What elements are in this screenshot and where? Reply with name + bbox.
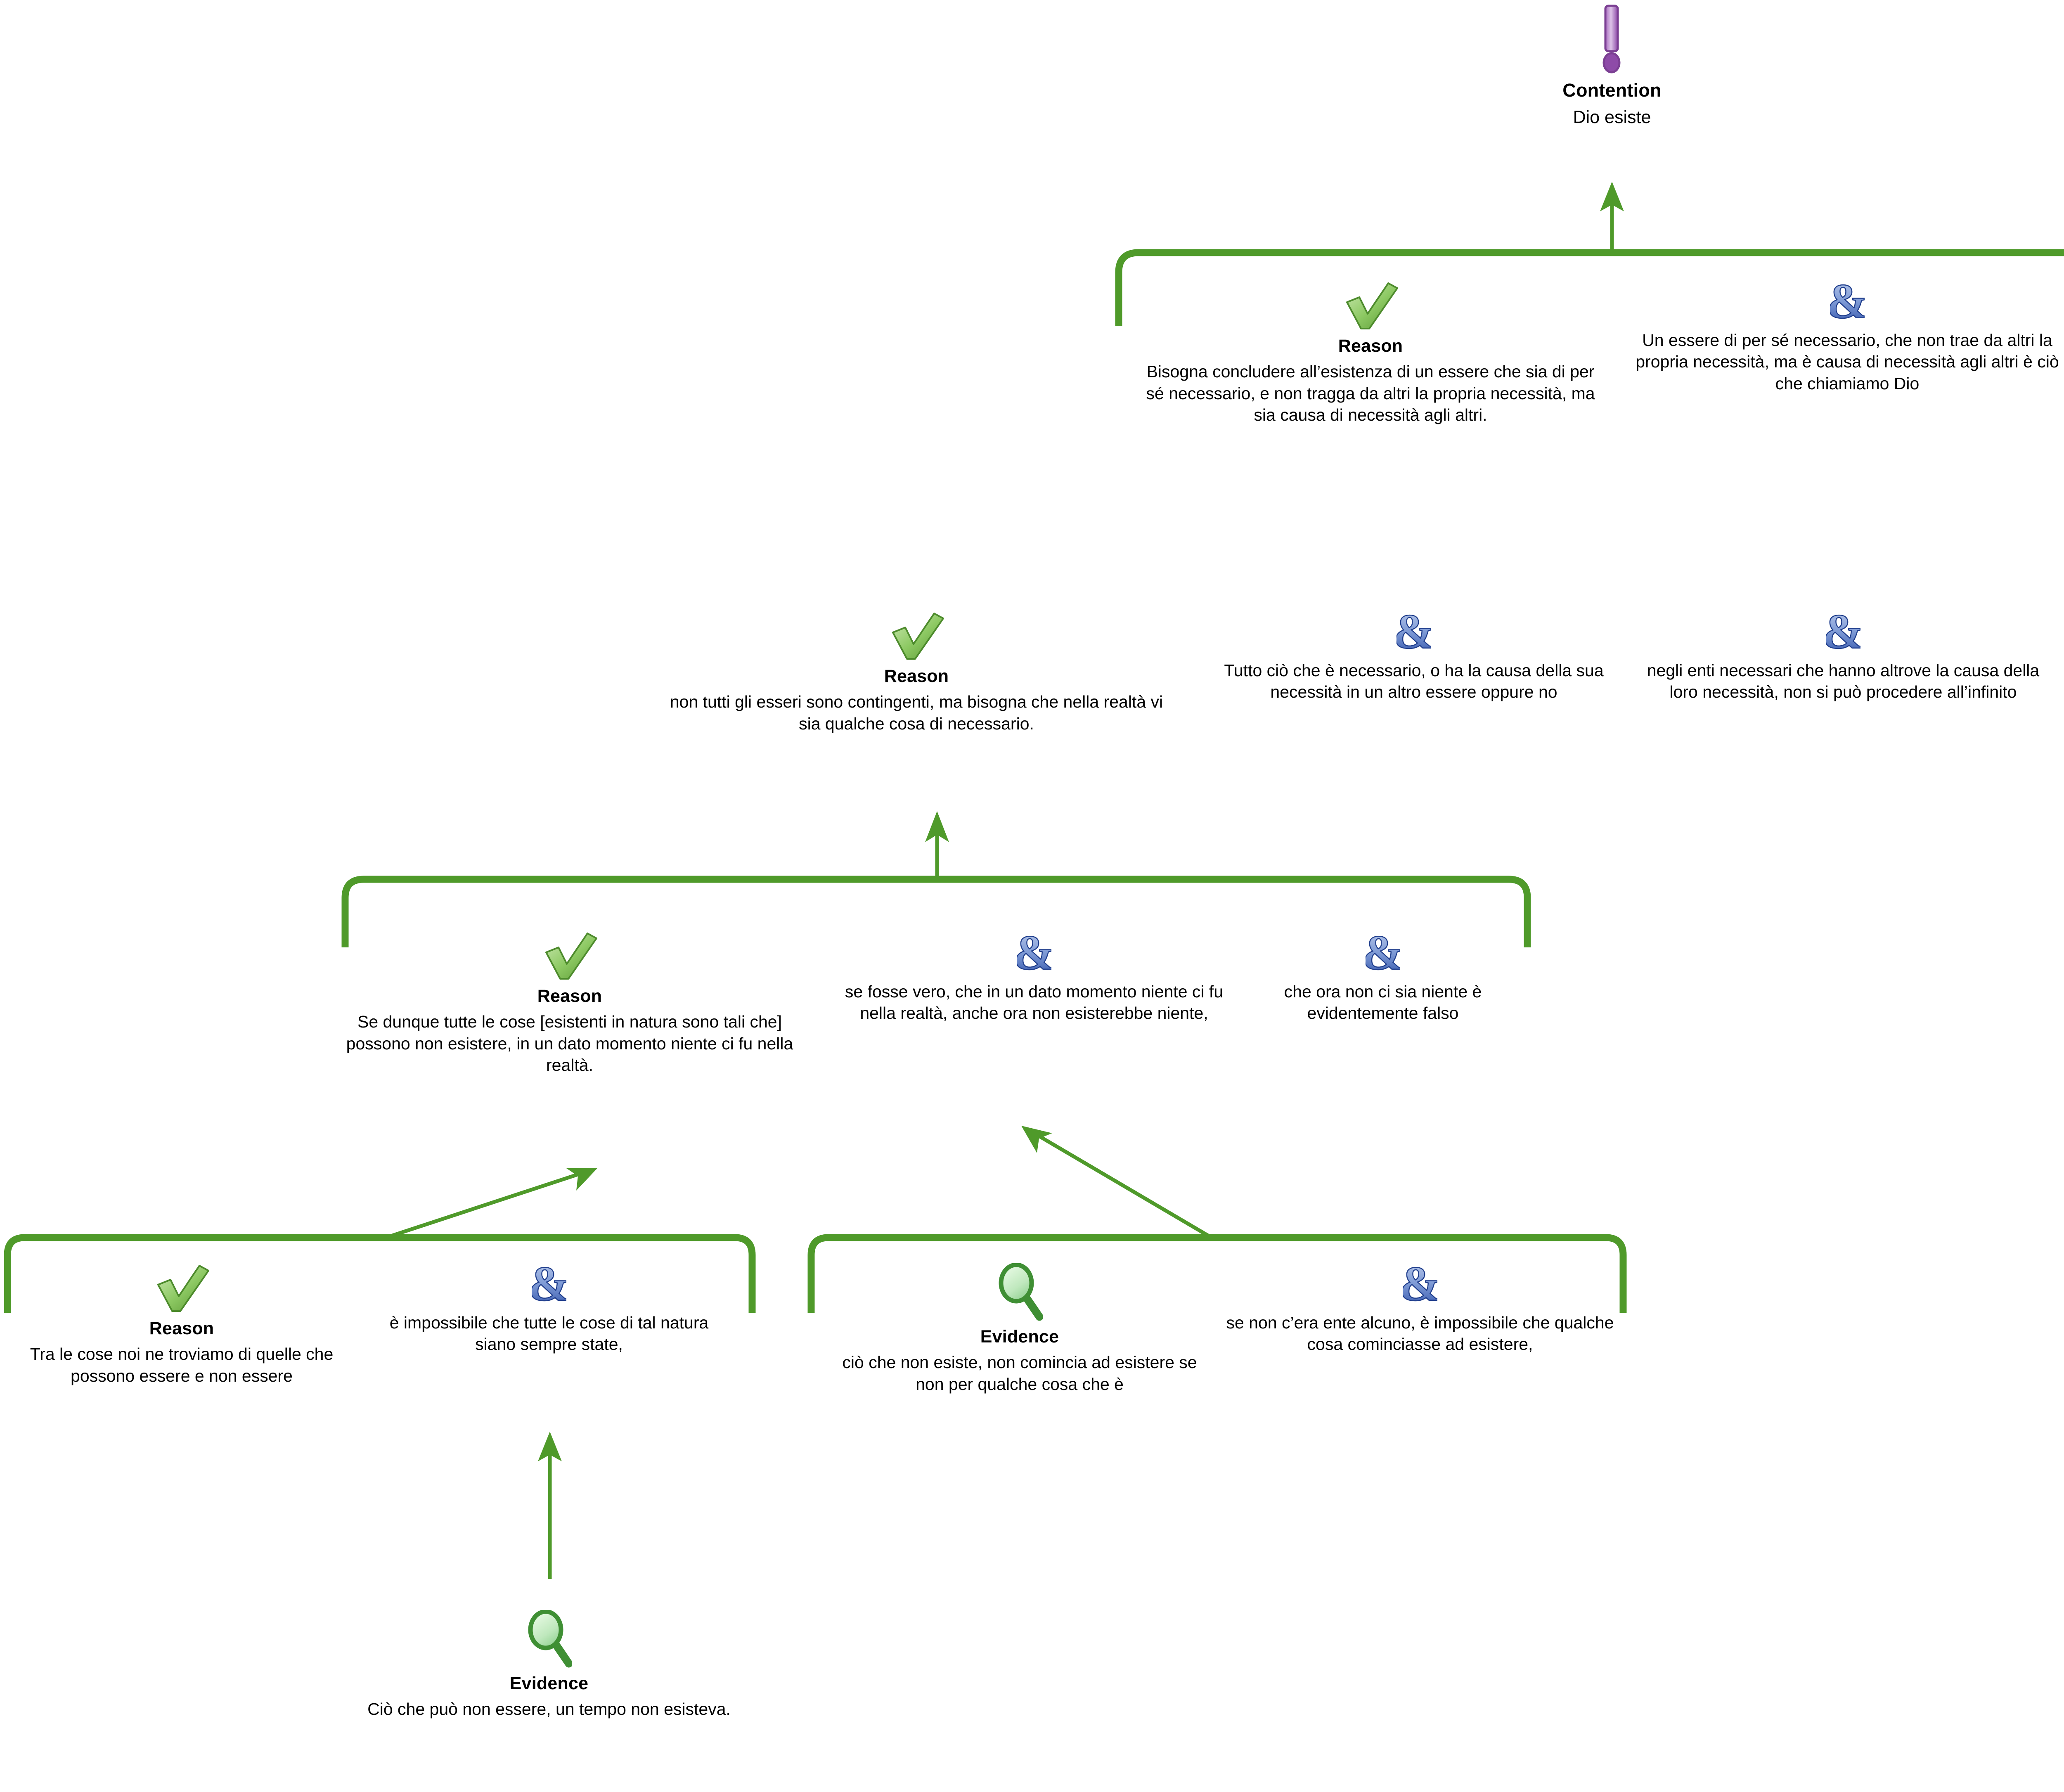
svg-text:&: & [1366, 928, 1400, 977]
node-copremise-2b[interactable]: & negli enti necessari che hanno altrove… [1635, 604, 2052, 703]
node-type-label: Reason [1338, 336, 1403, 356]
node-copremise-3a[interactable]: & se fosse vero, che in un dato momento … [840, 925, 1228, 1024]
node-type-label: Reason [884, 666, 949, 686]
svg-text:&: & [532, 1259, 566, 1308]
node-text: se non c’era ente alcuno, è impossibile … [1226, 1313, 1614, 1354]
arrow-line-level3-left [385, 1170, 585, 1240]
arrow-head-level1 [1600, 182, 1624, 211]
node-type-label: Evidence [509, 1674, 589, 1693]
node-text: Un essere di per sé necessario, che non … [1636, 331, 2059, 393]
node-copremise-4[interactable]: & è impossibile che tutte le cose di tal… [367, 1256, 731, 1355]
node-evidence-1[interactable]: Evidence ciò che non esiste, non cominci… [838, 1262, 1201, 1395]
arrow-head-level3-left [566, 1168, 598, 1191]
green-check-icon [1137, 281, 1604, 330]
node-text: negli enti necessari che hanno altrove l… [1647, 661, 2040, 702]
svg-text:&: & [1397, 607, 1431, 656]
magnifier-icon [367, 1609, 731, 1668]
arrow-head-evidence2 [538, 1432, 562, 1461]
ampersand-icon: & [1624, 273, 2064, 329]
ampersand-icon: & [1635, 604, 2052, 660]
node-text: Tra le cose noi ne troviamo di quelle ch… [30, 1345, 334, 1385]
magnifier-icon [838, 1262, 1201, 1321]
node-text: Se dunque tutte le cose [esistenti in na… [346, 1012, 793, 1075]
node-copremise-1[interactable]: & Un essere di per sé necessario, che no… [1624, 273, 2064, 394]
node-text: che ora non ci sia niente è evidentement… [1284, 982, 1482, 1023]
ampersand-icon: & [1222, 604, 1606, 660]
node-type-label: Evidence [980, 1327, 1059, 1347]
node-reason-4[interactable]: Reason Tra le cose noi ne troviamo di qu… [19, 1263, 345, 1387]
node-copremise-3b[interactable]: & che ora non ci sia niente è evidenteme… [1255, 925, 1511, 1024]
arrow-head-level3-right [1021, 1126, 1052, 1153]
svg-text:&: & [1826, 607, 1860, 656]
node-reason-2[interactable]: Reason non tutti gli esseri sono conting… [669, 611, 1164, 734]
ampersand-icon: & [367, 1256, 731, 1312]
node-text: Bisogna concludere all’esistenza di un e… [1146, 362, 1595, 425]
node-type-label: Reason [537, 986, 602, 1006]
green-check-icon [19, 1263, 345, 1313]
node-reason-3[interactable]: Reason Se dunque tutte le cose [esistent… [338, 931, 801, 1076]
svg-text:&: & [1830, 277, 1865, 325]
node-text: Tutto ciò che è necessario, o ha la caus… [1224, 661, 1604, 702]
node-copremise-5[interactable]: & se non c’era ente alcuno, è impossibil… [1224, 1256, 1616, 1355]
node-text: non tutti gli esseri sono contingenti, m… [670, 692, 1163, 733]
node-text: ciò che non esiste, non comincia ad esis… [842, 1353, 1197, 1394]
node-text: Dio esiste [1573, 107, 1651, 127]
node-type-label: Contention [1562, 80, 1662, 101]
node-text: se fosse vero, che in un dato momento ni… [845, 982, 1224, 1023]
ampersand-icon: & [1224, 1256, 1616, 1312]
arrow-head-level2 [925, 811, 949, 842]
exclamation-mark-icon [1447, 4, 1777, 74]
node-text: è impossibile che tutte le cose di tal n… [389, 1313, 709, 1354]
green-check-icon [669, 611, 1164, 660]
ampersand-icon: & [1255, 925, 1511, 981]
node-text: Ciò che può non essere, un tempo non esi… [367, 1700, 731, 1719]
node-reason-1[interactable]: Reason Bisogna concludere all’esistenza … [1137, 281, 1604, 426]
svg-text:&: & [1403, 1259, 1437, 1308]
arrow-line-level3-right [1033, 1132, 1213, 1239]
green-check-icon [338, 931, 801, 980]
node-contention[interactable]: Contention Dio esiste [1447, 4, 1777, 129]
node-copremise-2a[interactable]: & Tutto ciò che è necessario, o ha la ca… [1222, 604, 1606, 703]
node-evidence-2[interactable]: Evidence Ciò che può non essere, un temp… [367, 1609, 731, 1720]
ampersand-icon: & [840, 925, 1228, 981]
node-type-label: Reason [149, 1319, 214, 1338]
svg-text:&: & [1017, 928, 1051, 977]
